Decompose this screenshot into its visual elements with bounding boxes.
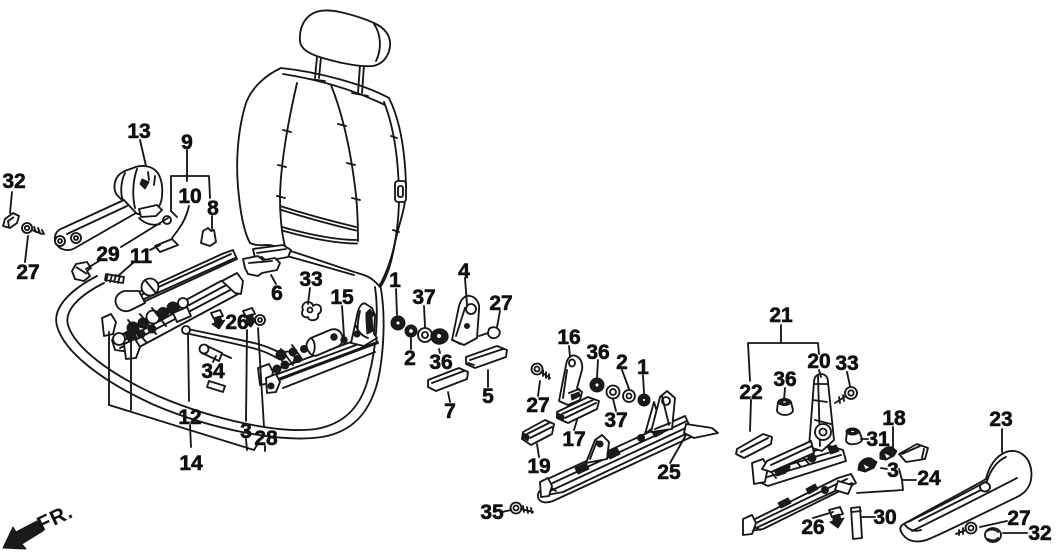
svg-text:6: 6 bbox=[271, 282, 283, 305]
svg-text:31: 31 bbox=[866, 428, 890, 451]
svg-text:1: 1 bbox=[637, 356, 649, 379]
svg-text:8: 8 bbox=[207, 197, 219, 220]
svg-text:22: 22 bbox=[739, 381, 762, 404]
svg-text:27: 27 bbox=[1007, 507, 1030, 530]
svg-text:36: 36 bbox=[429, 351, 452, 374]
svg-text:16: 16 bbox=[557, 326, 580, 349]
svg-text:36: 36 bbox=[586, 341, 609, 364]
svg-text:30: 30 bbox=[873, 506, 896, 529]
svg-text:32: 32 bbox=[1028, 522, 1051, 545]
svg-text:9: 9 bbox=[181, 131, 193, 154]
svg-text:27: 27 bbox=[526, 394, 549, 417]
svg-text:36: 36 bbox=[773, 368, 796, 391]
svg-text:26: 26 bbox=[801, 516, 824, 539]
svg-text:23: 23 bbox=[989, 408, 1012, 431]
svg-text:3: 3 bbox=[240, 420, 252, 443]
svg-text:7: 7 bbox=[444, 400, 456, 423]
svg-text:27: 27 bbox=[489, 292, 512, 315]
svg-text:37: 37 bbox=[412, 286, 435, 309]
svg-text:27: 27 bbox=[16, 261, 39, 284]
svg-text:10: 10 bbox=[178, 185, 201, 208]
svg-text:12: 12 bbox=[178, 406, 201, 429]
svg-text:19: 19 bbox=[527, 455, 550, 478]
svg-text:5: 5 bbox=[482, 385, 494, 408]
svg-text:14: 14 bbox=[179, 452, 203, 475]
svg-text:28: 28 bbox=[254, 427, 278, 450]
svg-text:3: 3 bbox=[887, 459, 899, 482]
svg-text:29: 29 bbox=[96, 243, 119, 266]
svg-text:24: 24 bbox=[917, 467, 941, 490]
svg-text:FR.: FR. bbox=[34, 500, 77, 536]
svg-text:20: 20 bbox=[807, 350, 830, 373]
svg-text:25: 25 bbox=[657, 461, 681, 484]
svg-text:4: 4 bbox=[458, 260, 470, 283]
svg-text:18: 18 bbox=[882, 407, 906, 430]
svg-text:13: 13 bbox=[127, 120, 150, 143]
svg-text:35: 35 bbox=[480, 501, 504, 524]
svg-text:11: 11 bbox=[130, 245, 153, 268]
svg-text:1: 1 bbox=[389, 269, 401, 292]
svg-text:32: 32 bbox=[2, 170, 25, 193]
svg-text:37: 37 bbox=[604, 409, 627, 432]
svg-text:21: 21 bbox=[769, 304, 793, 327]
svg-text:26: 26 bbox=[225, 311, 248, 334]
svg-text:33: 33 bbox=[299, 268, 322, 291]
svg-text:17: 17 bbox=[562, 428, 585, 451]
svg-text:2: 2 bbox=[616, 351, 628, 374]
svg-text:34: 34 bbox=[201, 360, 225, 383]
svg-text:33: 33 bbox=[835, 352, 858, 375]
svg-text:15: 15 bbox=[330, 286, 354, 309]
svg-text:2: 2 bbox=[404, 347, 416, 370]
